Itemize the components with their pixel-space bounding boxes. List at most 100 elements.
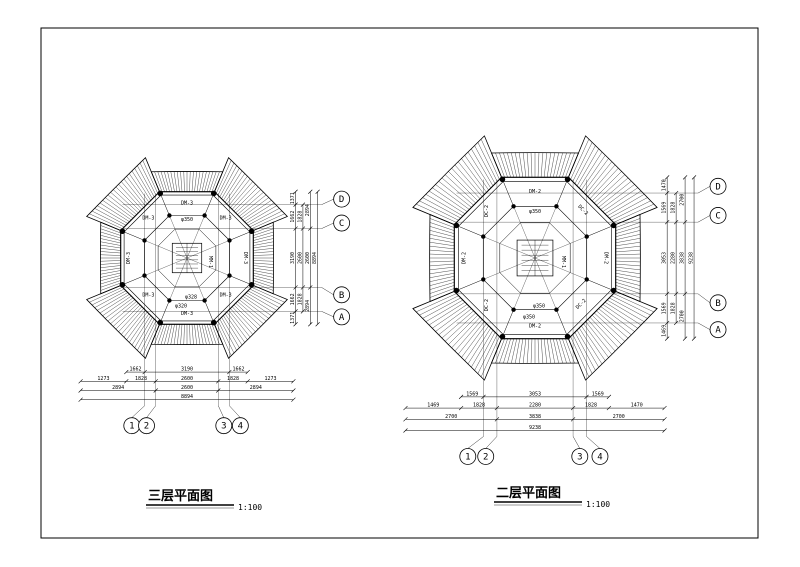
roof-hatch	[477, 334, 498, 374]
roof-hatch	[154, 171, 163, 192]
roof-hatch	[201, 324, 207, 345]
dimension-tick	[78, 397, 83, 402]
roof-hatch	[540, 152, 544, 178]
radial-beam	[456, 279, 484, 291]
roof-outline	[86, 157, 161, 232]
axis-bubble-4: 4	[591, 448, 609, 465]
roof-hatch	[591, 171, 622, 202]
roof-hatch	[461, 323, 487, 358]
dimension-tick	[293, 322, 298, 327]
dimension-value: 2280	[671, 252, 677, 264]
roof-hatch	[522, 338, 527, 364]
center-beam	[186, 240, 230, 259]
axis-bubble-B: B	[709, 294, 727, 312]
roof-hatch	[94, 208, 127, 226]
dimension-value: 1569	[466, 391, 478, 397]
center-beam	[186, 215, 205, 259]
roof-hatch	[170, 171, 175, 192]
dimension-tick	[691, 175, 697, 180]
roof-hatch	[201, 171, 207, 192]
roof-hatch	[429, 226, 455, 234]
roof-hatch	[164, 324, 170, 345]
roof-hatch	[445, 312, 476, 342]
roof-hatch	[137, 318, 155, 351]
roof-outline	[213, 157, 288, 232]
roof-hatch	[438, 181, 472, 208]
door-label-bottom: DM-2	[529, 323, 541, 329]
roof-hatch	[454, 164, 483, 197]
axis-leader	[697, 322, 711, 330]
roof-hatch	[191, 324, 194, 345]
radial-beam	[122, 275, 145, 285]
roof-hatch	[615, 238, 641, 243]
roof-hatch	[230, 308, 253, 335]
plan-scale: 1:100	[586, 500, 610, 509]
roof-hatch	[576, 330, 599, 368]
roof-hatch	[100, 251, 121, 254]
roof-sector	[150, 323, 224, 345]
axis-bubble-label: 1	[465, 452, 470, 462]
sheet-border	[40, 27, 759, 539]
roof-hatch	[559, 152, 567, 178]
dimension-value: 1371	[290, 312, 296, 324]
roof-hatch	[600, 306, 635, 332]
dimension-tick	[315, 189, 320, 194]
roof-hatch	[604, 190, 642, 214]
axis-bubble-circle	[477, 448, 495, 465]
roof-hatch	[464, 325, 489, 361]
roof-hatch	[594, 312, 625, 342]
roof-hatch	[170, 324, 175, 345]
roof-hatch	[594, 174, 625, 204]
roof-hatch	[587, 164, 616, 197]
roof-hatch	[118, 306, 143, 332]
roof-hatch	[139, 162, 157, 196]
opening-label-upper-right: DC-2	[576, 204, 589, 217]
center-beam	[513, 206, 536, 259]
roof-hatch	[100, 270, 121, 275]
dimension-tick	[691, 336, 697, 341]
roof-hatch	[429, 285, 455, 294]
roof-hatch	[244, 202, 275, 222]
roof-hatch	[115, 186, 141, 212]
roof-hatch	[615, 249, 641, 253]
roof-hatch	[216, 160, 232, 194]
roof-hatch	[435, 306, 470, 332]
roof-hatch	[429, 222, 455, 231]
roof-hatch	[249, 288, 283, 306]
roof-hatch	[515, 152, 520, 178]
roof-hatch	[100, 272, 121, 278]
roof-hatch	[422, 297, 461, 319]
roof-hatch	[425, 299, 463, 322]
roof-hatch	[429, 263, 455, 267]
dimension-value: 1470	[631, 403, 643, 409]
roof-sector	[567, 290, 658, 381]
roof-hatch	[581, 155, 606, 191]
roof-hatch	[189, 171, 191, 192]
roof-hatch	[102, 200, 132, 221]
roof-hatch	[113, 189, 139, 214]
roof-hatch	[574, 332, 596, 371]
roof-hatch	[126, 176, 148, 205]
roof-hatch	[216, 322, 232, 356]
roof-hatch	[233, 304, 259, 330]
roof-hatch	[228, 310, 251, 338]
roof-hatch	[556, 152, 563, 178]
roof-hatch	[199, 171, 204, 192]
dimension-value: 1273	[97, 376, 109, 382]
dimension-value: 1371	[290, 192, 296, 204]
roof-sector	[490, 338, 580, 364]
roof-hatch	[251, 213, 285, 229]
roof-hatch	[253, 254, 274, 256]
roof-hatch	[519, 338, 524, 364]
dimension-tick	[124, 369, 129, 375]
roof-hatch	[615, 234, 641, 240]
roof-hatch	[572, 142, 593, 182]
roof-hatch	[105, 197, 134, 219]
opening-label-upper-left: DM-3	[142, 215, 154, 221]
plan-scale: 1:100	[238, 503, 262, 512]
roof-hatch	[191, 171, 194, 192]
dimension-value: 9238	[529, 425, 541, 431]
axis-bubble-2: 2	[138, 417, 155, 435]
roof-hatch	[429, 279, 455, 286]
center-beam	[483, 257, 536, 280]
